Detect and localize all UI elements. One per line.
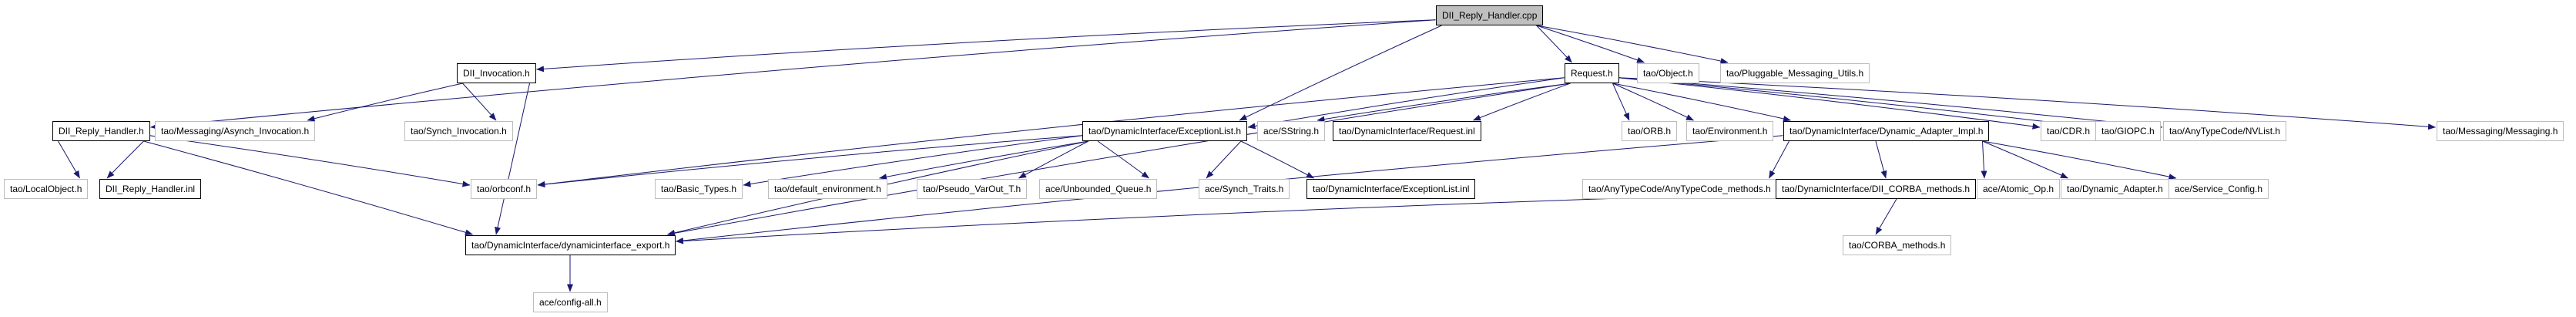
node-nvlist: tao/AnyTypeCode/NVList.h: [2163, 121, 2287, 141]
edge-request-to-giopc: [1618, 77, 2095, 130]
node-dii-invocation[interactable]: DII_Invocation.h: [457, 63, 536, 83]
node-synch: tao/Synch_Invocation.h: [404, 121, 513, 141]
edge-exclist-to-pseudo: [1018, 140, 1089, 179]
node-exclist-inl[interactable]: tao/DynamicInterface/ExceptionList.inl: [1306, 179, 1476, 199]
edge-cpp-to-drh_h: [150, 19, 1436, 130]
edge-request-to-messaging: [1618, 77, 2436, 130]
edge-drh_h-to-localobj: [58, 140, 80, 179]
node-request[interactable]: Request.h: [1565, 63, 1619, 83]
edge-dii_corba-to-corba_methods: [1875, 198, 1897, 235]
edge-dii_invocation-to-asynch: [307, 83, 463, 122]
node-corba-methods: tao/CORBA_methods.h: [1843, 235, 1952, 255]
edge-request-to-env: [1612, 83, 1694, 121]
edge-request-to-cdr: [1618, 77, 2041, 130]
edge-cpp-to-pmu: [1536, 25, 1729, 64]
node-export[interactable]: tao/DynamicInterface/dynamicinterface_ex…: [465, 235, 676, 255]
node-sstring: ace/SString.h: [1257, 121, 1326, 141]
node-atc: tao/AnyTypeCode/AnyTypeCode_methods.h: [1582, 179, 1777, 199]
edge-dii_invocation-to-export: [495, 83, 530, 235]
node-orbconf: tao/orbconf.h: [471, 179, 538, 199]
edge-exclist-to-defenv: [879, 140, 1089, 180]
edge-dai-to-atc: [1769, 140, 1789, 179]
edge-drh_h-to-drh_inl: [106, 140, 144, 179]
edge-exclist-to-exclist_inl: [1240, 140, 1314, 179]
edge-request-to-orb: [1612, 83, 1630, 121]
node-basic: tao/Basic_Types.h: [655, 179, 743, 199]
node-env: tao/Environment.h: [1686, 121, 1774, 141]
edge-cpp-to-object: [1536, 25, 1645, 63]
node-exclist[interactable]: tao/DynamicInterface/ExceptionList.h: [1082, 121, 1248, 141]
node-configall: ace/config-all.h: [533, 292, 608, 312]
edge-dai-to-dynadapter: [1982, 140, 2068, 179]
node-dii-corba[interactable]: tao/DynamicInterface/DII_CORBA_methods.h: [1776, 179, 1977, 199]
node-cdr: tao/CDR.h: [2041, 121, 2097, 141]
edge-cpp-to-exclist: [1239, 25, 1442, 121]
node-request-inl[interactable]: tao/DynamicInterface/Request.inl: [1333, 121, 1481, 141]
node-drh-h[interactable]: DII_Reply_Handler.h: [52, 121, 150, 141]
node-messaging: tao/Messaging/Messaging.h: [2437, 121, 2564, 141]
edge-request-to-exclist: [1247, 77, 1565, 130]
edge-exclist-to-orbconf: [537, 135, 1083, 187]
edge-dai-to-svcconf: [1982, 140, 2177, 180]
node-dai[interactable]: tao/DynamicInterface/Dynamic_Adapter_Imp…: [1783, 121, 1990, 141]
node-defenv: tao/default_environment.h: [768, 179, 887, 199]
edge-dii_corba-to-export: [676, 193, 1776, 244]
edge-exclist-to-basic: [743, 135, 1083, 187]
edge-dai-to-dii_corba: [1875, 140, 1887, 179]
node-giopc: tao/GIOPC.h: [2095, 121, 2161, 141]
edge-request-to-request_inl: [1473, 83, 1571, 121]
edge-request-to-dai: [1612, 83, 1791, 122]
node-object: tao/Object.h: [1637, 63, 1699, 83]
edge-exclist-to-synch_traits: [1206, 140, 1242, 179]
edge-request-to-nvlist: [1618, 77, 2163, 130]
node-unbq: ace/Unbounded_Queue.h: [1039, 179, 1158, 199]
node-dynadapter: tao/Dynamic_Adapter.h: [2061, 179, 2169, 199]
node-orb: tao/ORB.h: [1622, 121, 1678, 141]
edge-exclist-to-unbq: [1097, 140, 1149, 179]
edge-cpp-to-request: [1536, 25, 1572, 63]
node-svcconf: ace/Service_Config.h: [2168, 179, 2269, 199]
edge-cpp-to-dii_invocation: [536, 19, 1436, 73]
node-atomic: ace/Atomic_Op.h: [1977, 179, 2061, 199]
node-localobj: tao/LocalObject.h: [4, 179, 89, 199]
edge-dii_invocation-to-synch: [462, 83, 497, 121]
node-asynch: tao/Messaging/Asynch_Invocation.h: [155, 121, 316, 141]
edge-request-to-sstring: [1317, 83, 1571, 123]
node-synch-traits: ace/Synch_Traits.h: [1199, 179, 1290, 199]
edge-dai-to-atomic: [1981, 140, 1987, 179]
node-drh-inl[interactable]: DII_Reply_Handler.inl: [99, 179, 202, 199]
node-cpp: DII_Reply_Handler.cpp: [1436, 5, 1544, 25]
node-pseudo: tao/Pseudo_VarOut_T.h: [917, 179, 1028, 199]
edge-drh_h-to-orbconf: [149, 135, 471, 187]
node-pmu: tao/Pluggable_Messaging_Utils.h: [1720, 63, 1870, 83]
edge-request-to-export: [667, 83, 1571, 237]
